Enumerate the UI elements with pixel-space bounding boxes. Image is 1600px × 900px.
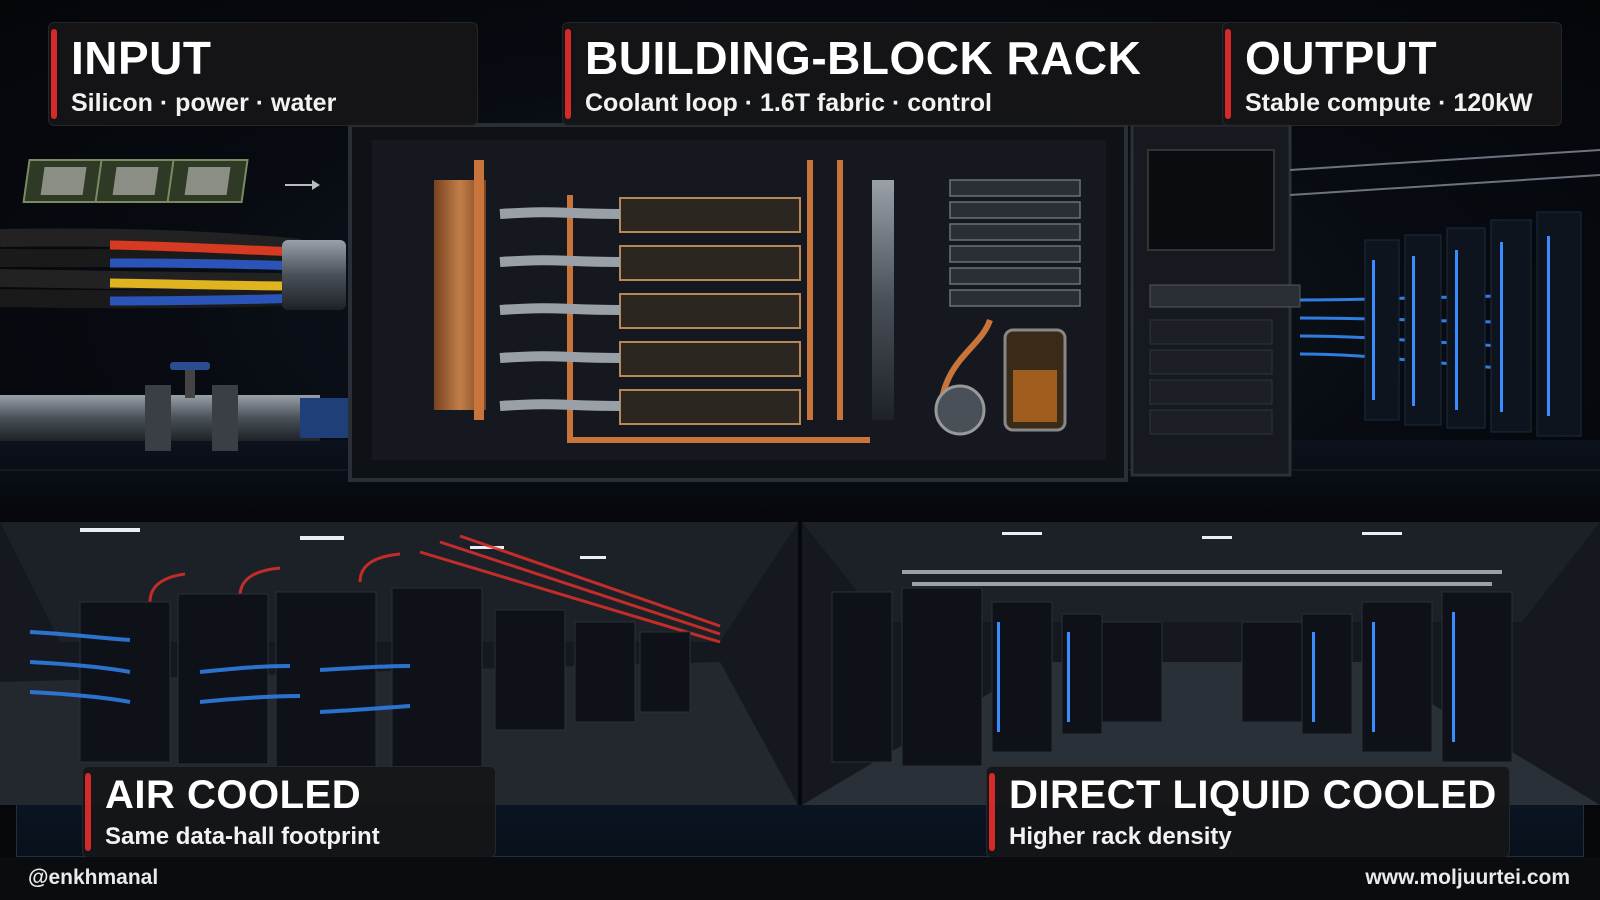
liquid-cooled-title: DIRECT LIQUID COOLED	[1009, 773, 1497, 817]
cable-bundle-icon	[0, 228, 346, 310]
air-cooled-subtitle: Same data-hall footprint	[105, 823, 380, 850]
arrow-right-icon	[285, 180, 320, 190]
air-cooled-hall	[0, 522, 798, 805]
water-pipe-icon	[0, 385, 348, 451]
website-link[interactable]: www.moljuurtei.com	[1365, 866, 1570, 889]
rack-illustration	[0, 123, 1600, 520]
accent-bar	[989, 773, 995, 851]
air-cooled-panel	[0, 522, 798, 805]
liquid-cooled-card: DIRECT LIQUID COOLED Higher rack density	[986, 766, 1510, 858]
control-cabinet	[1130, 123, 1301, 477]
valve-icon	[170, 362, 210, 398]
author-handle: @enkhmanal	[28, 866, 159, 889]
air-cooled-title: AIR COOLED	[105, 773, 362, 817]
input-title: INPUT	[71, 32, 212, 84]
chip-icon	[22, 159, 249, 203]
output-subtitle: Stable compute · 120kW	[1245, 89, 1533, 117]
footer-bar	[0, 857, 1600, 900]
output-card: OUTPUT Stable compute · 120kW	[1222, 22, 1562, 126]
rack-card: BUILDING-BLOCK RACK Coolant loop · 1.6T …	[562, 22, 1230, 126]
accent-bar	[565, 29, 571, 119]
liquid-cooled-hall	[802, 522, 1600, 805]
liquid-cooled-subtitle: Higher rack density	[1009, 823, 1232, 850]
accent-bar	[1225, 29, 1231, 119]
rack-cabinet	[348, 123, 1128, 482]
air-cooled-card: AIR COOLED Same data-hall footprint	[82, 766, 496, 858]
accent-bar	[51, 29, 57, 119]
liquid-cooled-panel	[802, 522, 1600, 805]
cable-tray	[1289, 149, 1600, 196]
output-server-racks	[1364, 211, 1582, 437]
rack-title: BUILDING-BLOCK RACK	[585, 32, 1142, 84]
output-title: OUTPUT	[1245, 32, 1438, 84]
rack-subtitle: Coolant loop · 1.6T fabric · control	[585, 89, 992, 117]
input-subtitle: Silicon · power · water	[71, 89, 337, 117]
accent-bar	[85, 773, 91, 851]
input-card: INPUT Silicon · power · water	[48, 22, 478, 126]
